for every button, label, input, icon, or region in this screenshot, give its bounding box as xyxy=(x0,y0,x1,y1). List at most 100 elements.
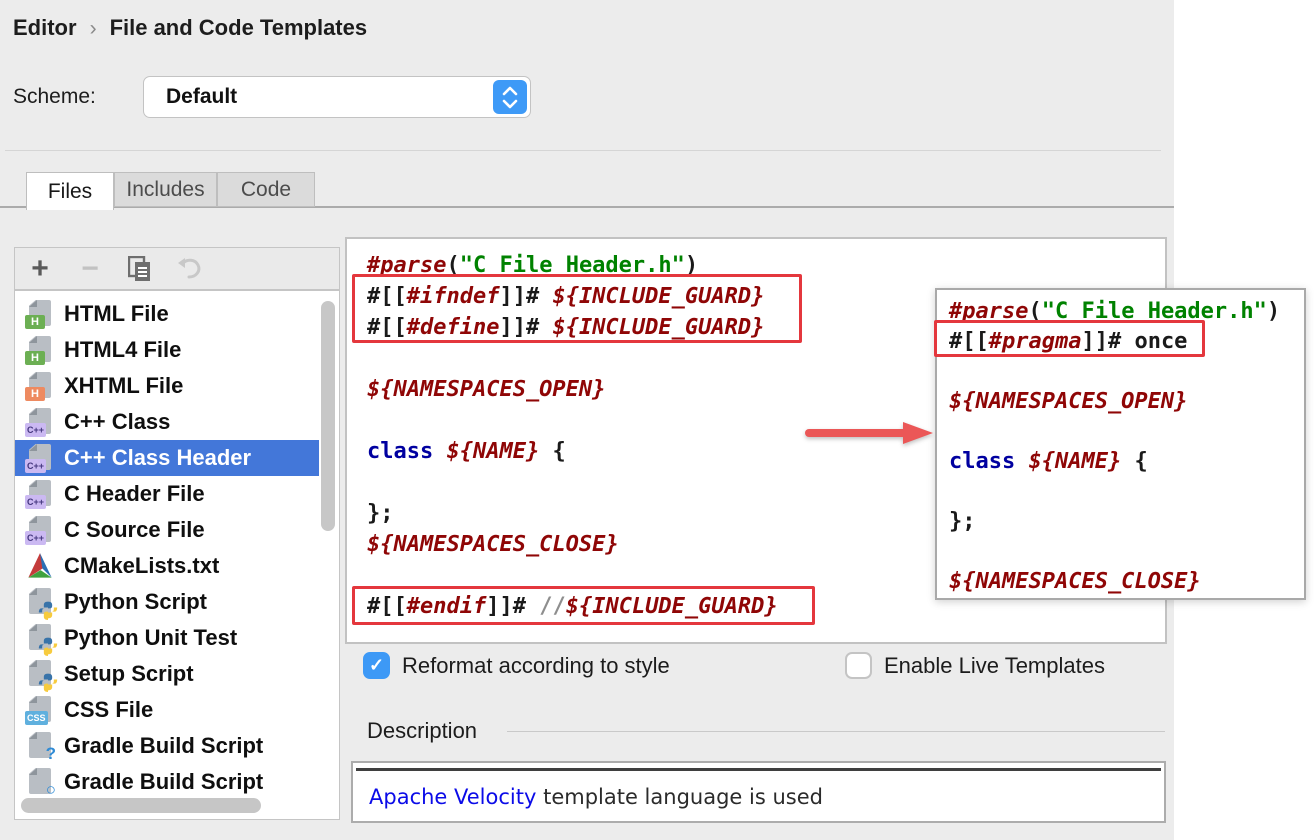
list-item[interactable]: Python Unit Test xyxy=(15,620,319,656)
remove-template-button[interactable]: − xyxy=(81,251,99,285)
list-item-label: CMakeLists.txt xyxy=(64,553,220,578)
python-icon xyxy=(25,587,58,620)
file-icon-h: H xyxy=(25,335,55,365)
scheme-value: Default xyxy=(166,85,238,108)
code-line xyxy=(367,405,778,436)
list-item-label: XHTML File xyxy=(64,373,184,398)
annotation-box-endif xyxy=(352,586,815,625)
list-item-label: HTML4 File xyxy=(64,337,182,362)
scheme-label: Scheme: xyxy=(13,85,96,108)
annotation-box-include-guard xyxy=(352,274,802,343)
code-line xyxy=(949,357,1280,387)
code-line: #[[#pragma]]# once xyxy=(949,329,1188,354)
vertical-scrollbar[interactable] xyxy=(321,301,335,531)
apache-velocity-link[interactable]: Apache Velocity xyxy=(369,785,537,809)
pragma-once-preview-popup: #parse("C File Header.h") #[[#pragma]]# o… xyxy=(934,288,1306,600)
tab-code[interactable]: Code xyxy=(217,172,315,207)
annotation-box-pragma-once xyxy=(934,320,1205,357)
code-line: class ${NAME} { xyxy=(367,439,566,464)
list-item-label: C++ Class Header xyxy=(64,445,252,470)
cmake-icon xyxy=(25,551,55,581)
code-line: #[[#endif]]# //${INCLUDE_GUARD} xyxy=(367,594,778,619)
list-item-label: C Source File xyxy=(64,517,205,542)
description-title: Description xyxy=(367,718,478,743)
description-panel: Apache Velocity template language is use… xyxy=(351,761,1166,823)
list-item[interactable]: ○Gradle Build Script xyxy=(15,764,319,800)
list-item-label: C Header File xyxy=(64,481,205,506)
list-item-label: C++ Class xyxy=(64,409,171,434)
code-line: class ${NAME} { xyxy=(949,449,1148,474)
list-item-label: Python Unit Test xyxy=(64,625,238,650)
template-list-toolbar: + − xyxy=(14,247,340,290)
list-item-label: Gradle Build Script xyxy=(64,733,264,758)
live-templates-option[interactable]: Enable Live Templates xyxy=(845,652,1105,679)
file-icon-h: H xyxy=(25,371,55,401)
code-line: #parse("C File Header.h") xyxy=(949,299,1281,324)
code-line: #[[#ifndef]]# ${INCLUDE_GUARD} xyxy=(367,284,765,309)
code-line: }; xyxy=(949,509,976,534)
reformat-checkbox[interactable]: ✓ xyxy=(363,652,390,679)
code-line: ${NAMESPACES_OPEN} xyxy=(367,377,606,402)
description-top-rule xyxy=(356,768,1161,771)
list-item-label: CSS File xyxy=(64,697,154,722)
file-icon-cpp: C++ xyxy=(25,407,55,437)
list-item[interactable]: ? Gradle Build Script xyxy=(15,728,319,764)
file-icon-css: CSS xyxy=(25,695,55,725)
tab-files[interactable]: Files xyxy=(26,172,114,210)
list-item[interactable]: Python Script xyxy=(15,584,319,620)
revert-template-button[interactable] xyxy=(165,249,215,289)
code-line xyxy=(949,477,1280,507)
separator-line xyxy=(5,150,1161,151)
code-line: }; xyxy=(367,501,394,526)
code-line: #[[#define]]# ${INCLUDE_GUARD} xyxy=(367,315,765,340)
reformat-option[interactable]: ✓ Reformat according to style xyxy=(363,652,670,679)
list-item[interactable]: C++ C Header File xyxy=(15,476,319,512)
list-item[interactable]: C++ C++ Class Header xyxy=(15,440,319,476)
reformat-label: Reformat according to style xyxy=(402,652,670,678)
code-line xyxy=(949,537,1280,567)
dropdown-stepper-icon[interactable] xyxy=(493,80,527,114)
page-title: File and Code Templates xyxy=(109,15,368,40)
list-item-label: Setup Script xyxy=(64,661,194,686)
list-item-label: Gradle Build Script xyxy=(64,769,264,794)
description-divider xyxy=(507,731,1165,732)
breadcrumb: Editor › File and Code Templates xyxy=(13,15,367,41)
tabbar-underline xyxy=(0,206,1174,208)
list-item[interactable]: C++ C++ Class xyxy=(15,404,319,440)
description-text: Apache Velocity template language is use… xyxy=(369,785,823,809)
scheme-dropdown[interactable]: Default xyxy=(143,76,531,118)
code-line: ${NAMESPACES_CLOSE} xyxy=(367,532,619,557)
file-icon-gradle: ? xyxy=(25,731,56,763)
file-icon-cpp: C++ xyxy=(25,479,55,509)
list-item[interactable]: CMakeLists.txt xyxy=(15,548,319,584)
code-line: ${NAMESPACES_CLOSE} xyxy=(949,569,1201,594)
file-icon-h: H xyxy=(25,299,55,329)
code-line xyxy=(367,343,778,374)
live-templates-checkbox[interactable] xyxy=(845,652,872,679)
code-line xyxy=(949,417,1280,447)
horizontal-scrollbar[interactable] xyxy=(21,798,261,813)
add-template-button[interactable]: + xyxy=(31,251,49,285)
list-item[interactable]: H HTML4 File xyxy=(15,332,319,368)
copy-template-button[interactable] xyxy=(115,249,165,289)
list-item-label: Python Script xyxy=(64,589,208,614)
annotation-arrow-icon xyxy=(805,422,933,444)
tab-includes[interactable]: Includes xyxy=(114,172,217,207)
list-item-label: HTML File xyxy=(64,301,169,326)
file-icon-cpp: C++ xyxy=(25,443,55,473)
breadcrumb-editor[interactable]: Editor xyxy=(13,15,77,40)
code-line: #parse("C File Header.h") xyxy=(367,253,699,278)
list-item[interactable]: H XHTML File xyxy=(15,368,319,404)
python-icon xyxy=(25,623,58,656)
list-item[interactable]: Setup Script xyxy=(15,656,319,692)
file-icon-cpp: C++ xyxy=(25,515,55,545)
live-templates-label: Enable Live Templates xyxy=(884,652,1105,678)
list-item[interactable]: C++ C Source File xyxy=(15,512,319,548)
list-item[interactable]: H HTML File xyxy=(15,296,319,332)
breadcrumb-chevron-icon: › xyxy=(89,16,97,40)
list-item[interactable]: CSS CSS File xyxy=(15,692,319,728)
python-icon xyxy=(25,659,58,692)
code-line xyxy=(367,467,778,498)
code-line: ${NAMESPACES_OPEN} xyxy=(949,389,1188,414)
